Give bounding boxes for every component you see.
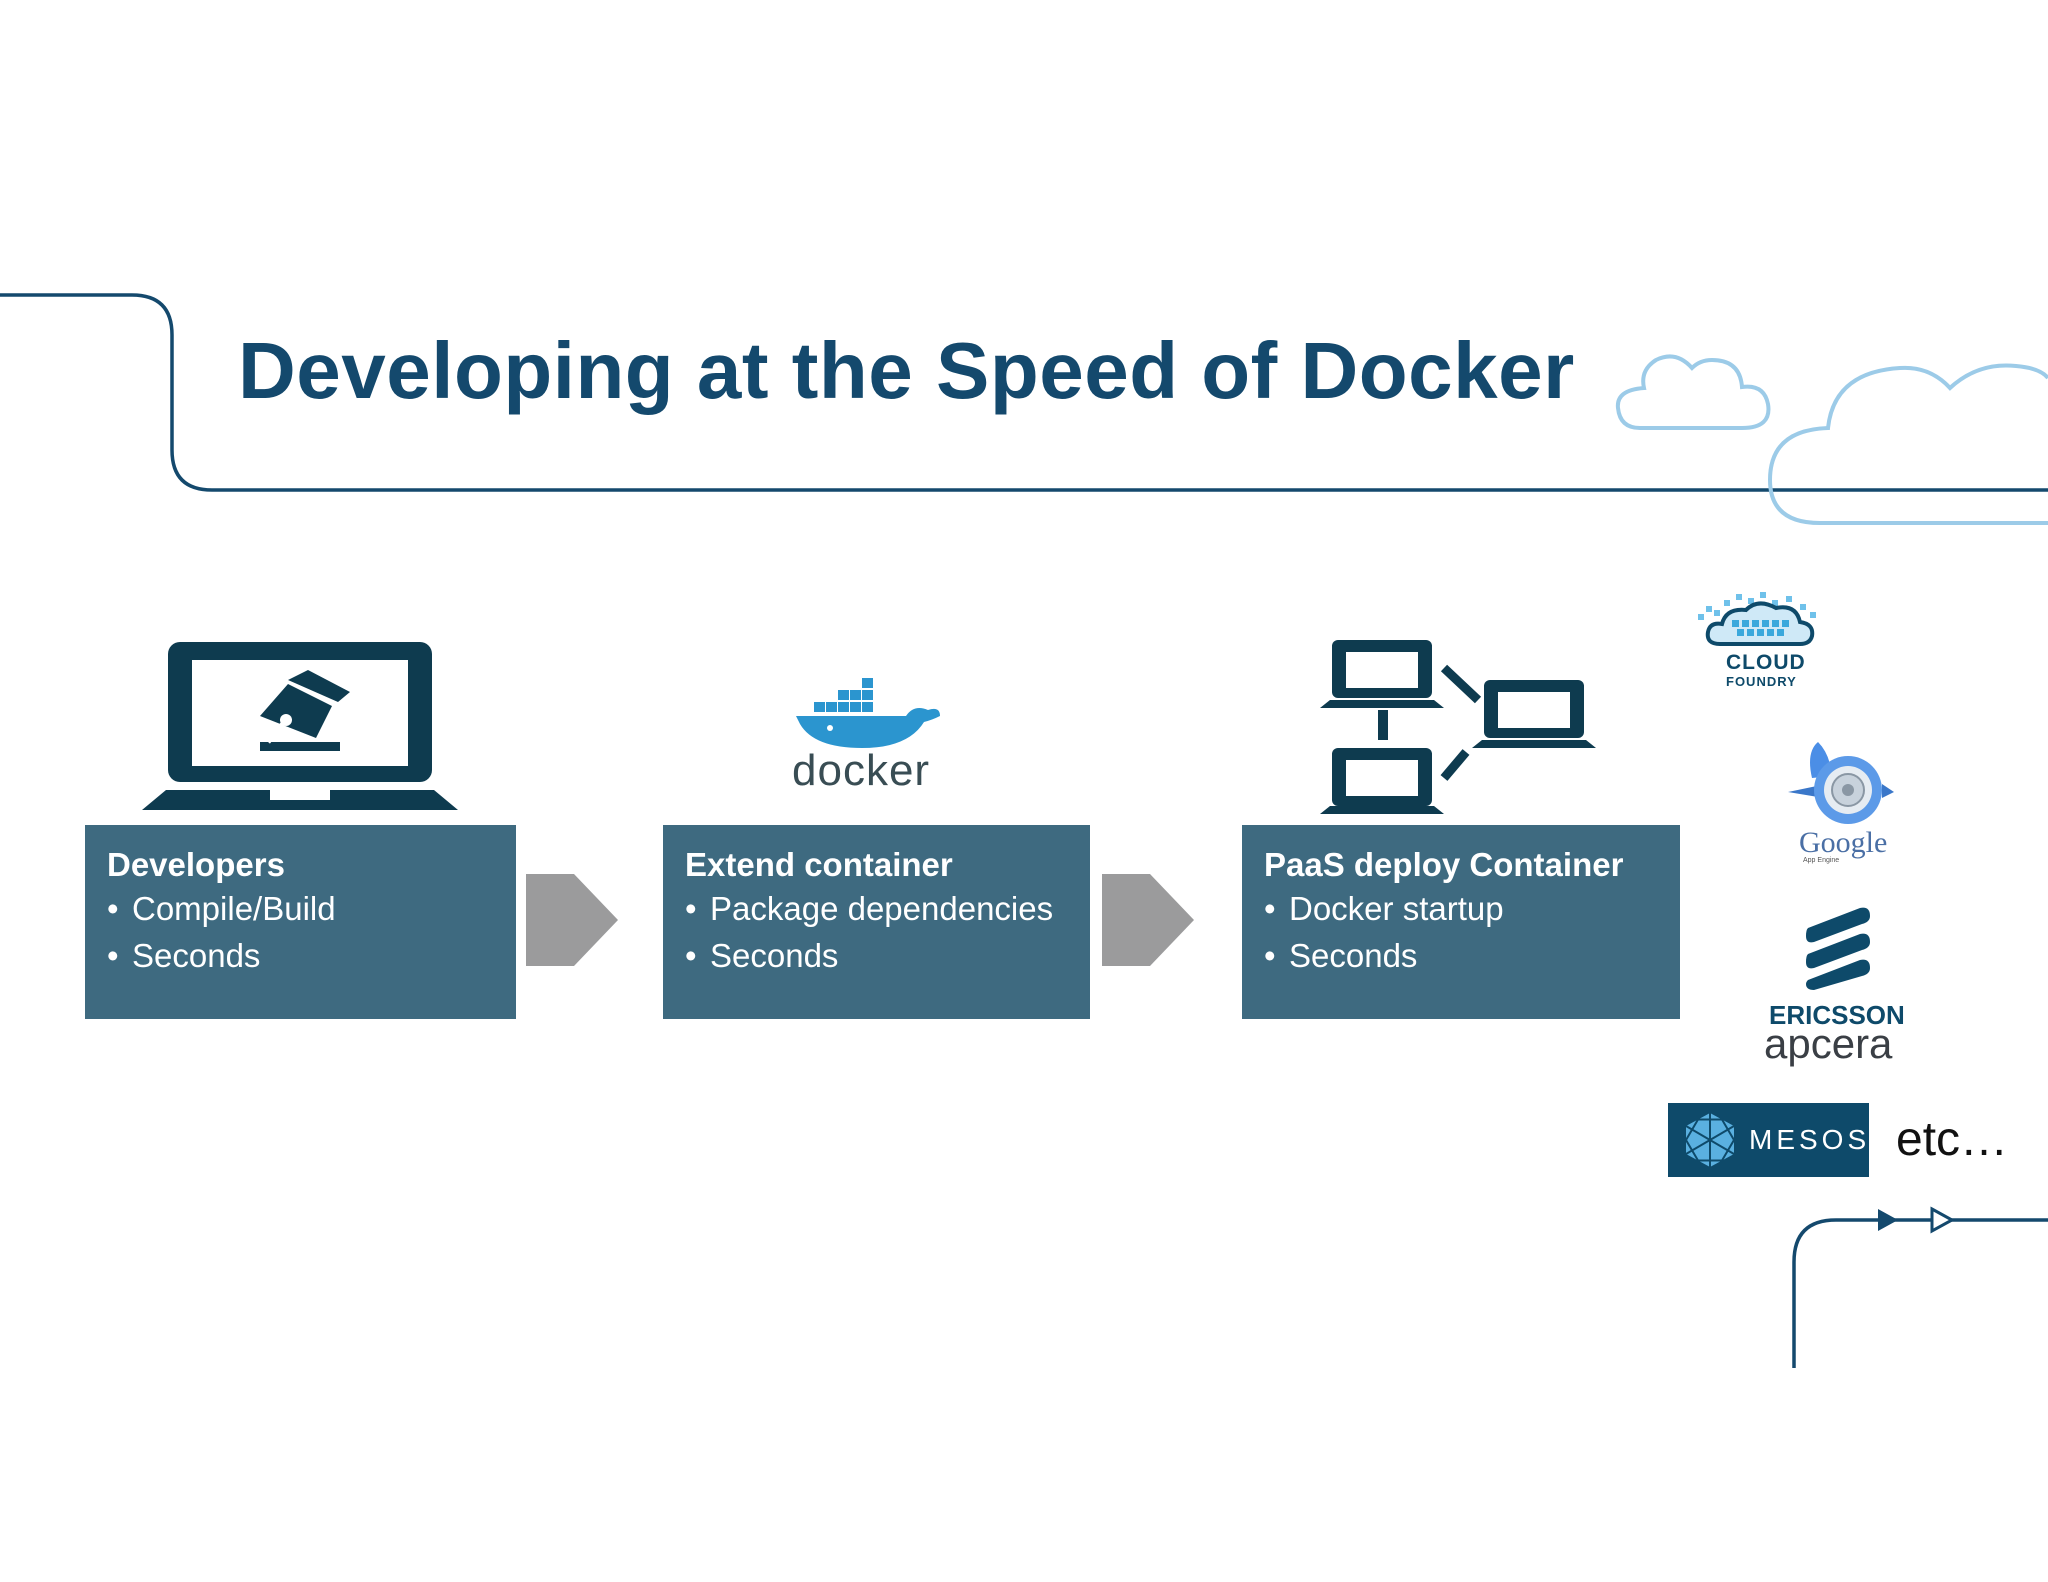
header-frame-line xyxy=(0,293,2048,492)
ericsson-logo-text: ERICSSON xyxy=(1769,1000,1905,1030)
step-heading: Extend container xyxy=(685,846,953,883)
arrow-chevron-icon xyxy=(1102,874,1194,966)
step-developers: Developers Compile/Build Seconds xyxy=(85,825,516,1019)
google-app-engine-subtext: App Engine xyxy=(1803,857,1840,864)
docker-whale-icon xyxy=(796,678,940,748)
step-heading: Developers xyxy=(107,846,285,883)
cloud-foundry-text: CLOUD xyxy=(1726,651,1806,674)
filled-arrow-icon xyxy=(1878,1209,1898,1231)
step-bullet: Seconds xyxy=(107,932,494,979)
open-arrow-icon xyxy=(1930,1206,1956,1234)
footer-frame-line xyxy=(1792,1218,2048,1368)
laptop-pen-icon xyxy=(142,642,458,810)
step-bullets: Compile/Build Seconds xyxy=(107,885,494,979)
mesos-logo-text: MESOS xyxy=(1749,1124,1871,1155)
ericsson-logo-icon xyxy=(1806,907,1870,990)
step-extend-container: Extend container Package dependencies Se… xyxy=(663,825,1090,1019)
step-bullet: Docker startup xyxy=(1264,885,1658,932)
step-bullet: Package dependencies xyxy=(685,885,1068,932)
google-app-engine-icon xyxy=(1788,742,1894,824)
step-bullet: Seconds xyxy=(1264,932,1658,979)
step-bullets: Package dependencies Seconds xyxy=(685,885,1068,979)
step-bullet: Compile/Build xyxy=(107,885,494,932)
step-bullet: Seconds xyxy=(685,932,1068,979)
cloud-foundry-logo-icon xyxy=(1698,592,1816,646)
arrow-chevron-icon xyxy=(526,874,618,966)
step-bullets: Docker startup Seconds xyxy=(1264,885,1658,979)
cloud-outline-icon-large xyxy=(1767,363,2048,525)
google-logo-text: Google xyxy=(1799,826,1888,859)
cloud-outline-icon xyxy=(1615,354,1771,430)
apcera-logo-text: apcera xyxy=(1764,1020,1893,1067)
docker-logo-text: docker xyxy=(792,746,931,795)
slide-title: Developing at the Speed of Docker xyxy=(238,326,1575,415)
mesos-hexagon-icon xyxy=(1684,1113,1736,1167)
step-heading: PaaS deploy Container xyxy=(1264,846,1624,883)
step-paas-deploy: PaaS deploy Container Docker startup Sec… xyxy=(1242,825,1680,1019)
etc-label: etc… xyxy=(1896,1113,2009,1166)
network-laptops-icon xyxy=(1320,640,1596,814)
cloud-foundry-subtext: FOUNDRY xyxy=(1726,674,1797,689)
